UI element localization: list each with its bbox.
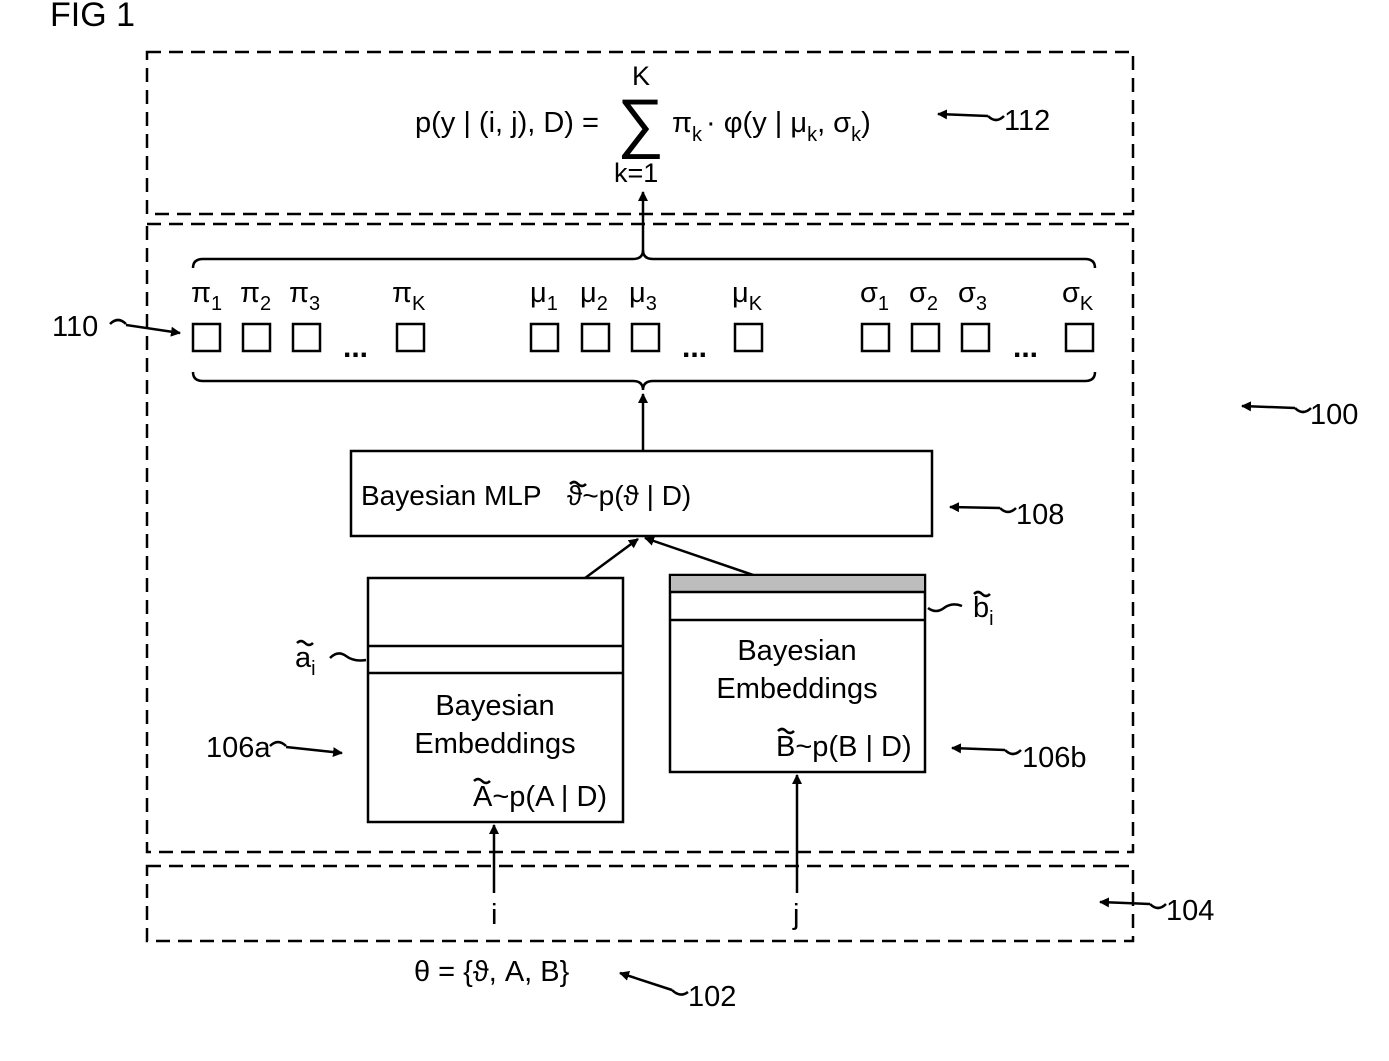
svg-text:bi: bi — [973, 592, 994, 630]
embed-b-distribution: B~p(B | D) — [776, 731, 912, 763]
ref-110-label: 110 — [52, 311, 98, 343]
theta-parameters: θ = {ϑ, A, B} — [414, 956, 570, 988]
sigma-2-label: σ2 — [909, 277, 938, 315]
ref-110: 110 — [52, 311, 180, 343]
ref-100: 100 — [1242, 399, 1358, 431]
sigma-2-node — [912, 324, 939, 351]
mu-3-node — [632, 324, 659, 351]
embed-a-line2: Embeddings — [414, 728, 575, 760]
mu-k-node — [735, 324, 762, 351]
ref-112-label: 112 — [1004, 105, 1050, 137]
pi-ellipsis: ... — [343, 331, 368, 364]
svg-text:ai: ai — [295, 642, 316, 680]
sum-lower-limit: k=1 — [614, 158, 658, 188]
figure-title: FIG 1 — [50, 0, 135, 34]
mu-ellipsis: ... — [682, 331, 707, 364]
sigma-1-label: σ1 — [860, 277, 889, 315]
sigma-ellipsis: ... — [1013, 331, 1038, 364]
sigma-3-node — [962, 324, 989, 351]
ref-106a-label: 106a — [206, 732, 271, 764]
embed-a-line1: Bayesian — [435, 690, 554, 722]
mixture-parameter-labels: π1 π2 π3 πK μ1 μ2 μ3 μK σ1 σ2 σ3 σK — [191, 277, 1094, 315]
embeddings-a-box: Bayesian Embeddings A~p(A | D) — [368, 578, 623, 822]
sigma-1-node — [862, 324, 889, 351]
mu-k-label: μK — [732, 277, 763, 315]
pi-3-label: π3 — [289, 277, 320, 315]
embed-b-line1: Bayesian — [737, 635, 856, 667]
row-a-i-label: ai — [295, 641, 366, 680]
ref-106a: 106a — [206, 732, 342, 764]
ref-104: 104 — [1100, 895, 1214, 927]
input-i-label: i — [491, 899, 497, 931]
sigma-k-node — [1066, 324, 1093, 351]
embeddings-b-box: Bayesian Embeddings B~p(B | D) — [670, 575, 925, 772]
formula-rhs: πk· φ(y | μk, σk) — [672, 107, 871, 146]
mixture-formula: p(y | (i, j), D) = ∑ K k=1 πk· φ(y | μk,… — [415, 61, 871, 188]
top-brace — [193, 250, 1095, 268]
pi-k-node — [397, 324, 424, 351]
mu-1-label: μ1 — [530, 277, 558, 315]
sum-upper-limit: K — [632, 61, 650, 91]
sum-symbol: ∑ — [617, 85, 664, 159]
model-region — [147, 224, 1133, 852]
ref-100-label: 100 — [1310, 399, 1358, 431]
sigma-3-label: σ3 — [958, 277, 987, 315]
embed-b-shaded-band — [671, 576, 924, 592]
mu-1-node — [531, 324, 558, 351]
formula-lhs: p(y | (i, j), D) = — [415, 107, 599, 139]
ref-106b-label: 106b — [1022, 742, 1087, 774]
mu-3-label: μ3 — [629, 277, 657, 315]
pi-2-label: π2 — [240, 277, 271, 315]
pi-1-node — [193, 324, 220, 351]
input-j-label: j — [792, 899, 799, 931]
pi-1-label: π1 — [191, 277, 222, 315]
pi-3-node — [293, 324, 320, 351]
ref-108: 108 — [950, 499, 1064, 531]
ref-106b: 106b — [952, 742, 1087, 774]
ref-112: 112 — [938, 105, 1050, 137]
mixture-parameter-nodes: ... ... ... — [193, 324, 1093, 364]
ref-104-label: 104 — [1166, 895, 1214, 927]
mu-2-node — [582, 324, 609, 351]
mlp-label: Bayesian MLP — [361, 480, 542, 511]
mu-2-label: μ2 — [580, 277, 608, 315]
row-b-i-label: bi — [928, 592, 994, 630]
embed-b-line2: Embeddings — [716, 673, 877, 705]
input-region — [147, 866, 1133, 941]
embed-a-distribution: A~p(A | D) — [473, 781, 607, 813]
ref-108-label: 108 — [1016, 499, 1064, 531]
bottom-brace — [193, 372, 1095, 390]
pi-k-label: πK — [392, 277, 426, 315]
ref-102-label: 102 — [688, 981, 736, 1013]
pi-2-node — [243, 324, 270, 351]
ref-102: 102 — [620, 973, 736, 1013]
sigma-k-label: σK — [1062, 277, 1094, 315]
